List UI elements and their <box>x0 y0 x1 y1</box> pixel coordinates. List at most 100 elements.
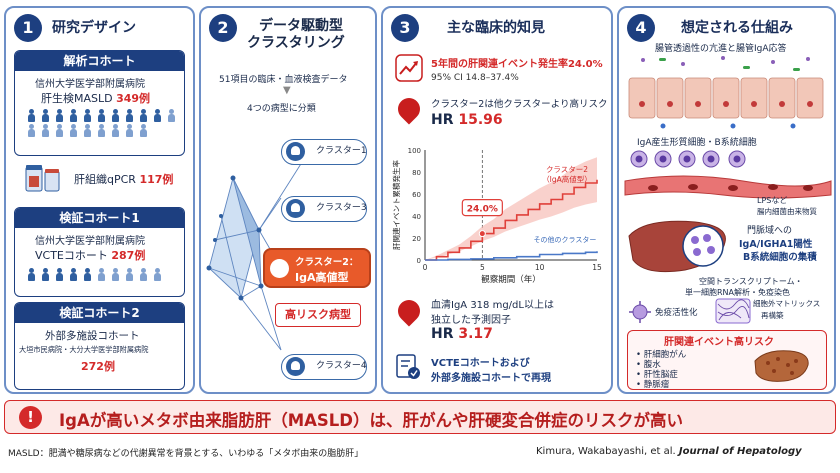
classification-description: 4つの病型に分類 <box>247 104 316 114</box>
ecm-line2: 再構築 <box>761 311 784 320</box>
person-icon <box>97 109 106 122</box>
validation2-count: 272例 <box>81 360 115 373</box>
cluster2-label-line1: クラスター2 <box>546 165 588 174</box>
cluster-2-node: クラスター2： IgA高値型 <box>263 248 371 288</box>
person-icon <box>83 124 92 137</box>
discovery-hospital: 信州大学医学部附属病院 <box>35 79 145 90</box>
person-icon <box>41 124 50 137</box>
person-icon <box>153 109 162 122</box>
person-icon <box>111 124 120 137</box>
person-icon <box>111 268 120 281</box>
blood-drop-icon <box>393 93 425 125</box>
omics-line1: 空間トランスクリプトーム・ <box>699 277 803 286</box>
plasma-cells-caption: IgA産生形質細胞・B系統細胞 <box>637 138 757 148</box>
panel-number: 4 <box>627 14 655 42</box>
iga-hazard-ratio: HR 3.17 <box>431 326 493 342</box>
person-icon <box>69 124 78 137</box>
extracellular-matrix-icon <box>715 298 751 324</box>
discovery-count-line: 肝生検MASLD 349例 <box>41 92 151 105</box>
panel-study-design: 1 研究デザイン 解析コホート 信州大学医学部附属病院 肝生検MASLD 349… <box>4 6 195 394</box>
panel-title: 研究デザイン <box>52 20 136 36</box>
outcome-item: • 肝細胞がん <box>636 350 687 360</box>
outcome-item: • 肝性脳症 <box>636 370 678 380</box>
person-icon <box>167 109 176 122</box>
person-icon <box>27 109 36 122</box>
confidence-interval: 95% CI 14.8–37.4% <box>431 73 519 83</box>
validation1-cohort-box: 検証コホート1 信州大学医学部附属病院 VCTEコホート 287例 <box>14 207 185 297</box>
panel-number: 2 <box>209 14 237 42</box>
person-icon <box>27 124 36 137</box>
immune-cells-icon <box>629 301 651 323</box>
outcome-box: 肝関連イベント高リスク • 肝細胞がん • 腹水 • 肝性脳症 • 静脈瘤 <box>627 330 827 390</box>
group-icon <box>270 259 289 278</box>
intestinal-epithelium-illustration <box>628 56 824 129</box>
person-icon <box>41 268 50 281</box>
data-description: 51項目の臨床・血液検査データ <box>219 75 348 85</box>
panel-title: 想定される仕組み <box>681 20 793 36</box>
five-year-point <box>478 230 486 238</box>
outcome-item: • 腹水 <box>636 360 661 370</box>
person-icon <box>83 268 92 281</box>
footer-note: MASLD：肥満や糖尿病などの代謝異常を背景とする、いわゆる「メタボ由来の脂肪肝… <box>8 449 364 459</box>
person-icon <box>55 268 64 281</box>
cluster2-hazard-ratio: HR 15.96 <box>431 112 503 128</box>
cluster2-risk-text: クラスター2は他クラスターより高リスク <box>431 99 608 110</box>
blood-drop-icon <box>393 295 425 327</box>
people-icon-group <box>27 109 177 137</box>
discovery-cohort-box: 解析コホート 信州大学医学部附属病院 肝生検MASLD 349例 <box>14 50 185 156</box>
validation1-count-line: VCTEコホート 287例 <box>35 249 146 262</box>
person-icon <box>139 124 148 137</box>
y-tick-label: 100 <box>408 147 421 155</box>
validation2-hospitals: 大垣市民病院・大分大学医学部附属病院 <box>19 345 149 354</box>
outcome-title: 肝関連イベント高リスク <box>664 337 774 348</box>
person-icon <box>111 109 120 122</box>
person-icon <box>153 268 162 281</box>
validation2-cohort-box: 検証コホート2 外部多施設コホート 大垣市民病院・大分大学医学部附属病院 272… <box>14 302 185 390</box>
validation1-header: 検証コホート1 <box>15 208 184 228</box>
outcome-item: • 静脈瘤 <box>636 380 670 390</box>
lps-line1: LPSなど <box>757 196 788 205</box>
person-icon <box>139 109 148 122</box>
cluster2-curve <box>425 179 598 261</box>
portal-line3: B系統細胞の集積 <box>743 252 817 263</box>
panel-number: 1 <box>14 14 42 42</box>
x-tick-label: 5 <box>480 263 485 272</box>
x-tick-label: 10 <box>535 263 545 272</box>
ecm-line1: 細胞外マトリックス <box>753 299 821 308</box>
independent-predictor: 独立した予測因子 <box>431 315 511 326</box>
five-year-incidence: 5年間の肝関連イベント発生率24.0% <box>431 59 603 70</box>
y-tick-label: 20 <box>412 235 421 243</box>
panel-number: 3 <box>391 14 419 42</box>
replication-line1: VCTEコホートおよび <box>431 358 530 369</box>
serum-iga-threshold: 血清IgA 318 mg/dL以上は <box>431 300 554 311</box>
person-icon <box>55 109 64 122</box>
high-risk-label: 高リスク病型 <box>275 303 361 327</box>
person-icon <box>83 109 92 122</box>
x-tick-label: 0 <box>423 263 428 272</box>
panel-title-line1: データ駆動型 <box>259 18 343 34</box>
x-tick-label: 15 <box>592 263 602 272</box>
citation: Kimura, Wakabayashi, et al. Journal of H… <box>536 446 802 457</box>
person-icon <box>69 268 78 281</box>
y-tick-label: 0 <box>417 257 421 265</box>
liver-portal-illustration <box>628 220 726 273</box>
lps-line2: 腸内細菌由来物質 <box>757 207 817 216</box>
cluster-1-node: クラスター1 <box>281 139 367 165</box>
cluster-3-node: クラスター3 <box>281 196 367 222</box>
group-icon <box>286 199 305 218</box>
panel-title-line2: クラスタリング <box>247 35 345 51</box>
trend-up-icon <box>395 54 423 82</box>
person-icon <box>125 124 134 137</box>
person-icon <box>41 109 50 122</box>
panel-mechanism: 4 想定される仕組み 腸管透過性の亢進と腸管IgA応答 IgA産生形質細胞・B系… <box>617 6 836 394</box>
y-tick-label: 80 <box>412 169 421 177</box>
qpcr-line: 肝組織qPCR 117例 <box>74 173 174 186</box>
replication-line2: 外部多施設コホートで再現 <box>431 373 551 384</box>
y-axis-label: 肝関連イベント累積発生率 <box>391 160 401 250</box>
y-tick-label: 60 <box>412 191 421 199</box>
person-icon <box>97 268 106 281</box>
cluster2-label-line2: （IgA高値型） <box>542 174 592 184</box>
person-icon <box>125 268 134 281</box>
arrow-down-icon: ▼ <box>283 85 291 96</box>
